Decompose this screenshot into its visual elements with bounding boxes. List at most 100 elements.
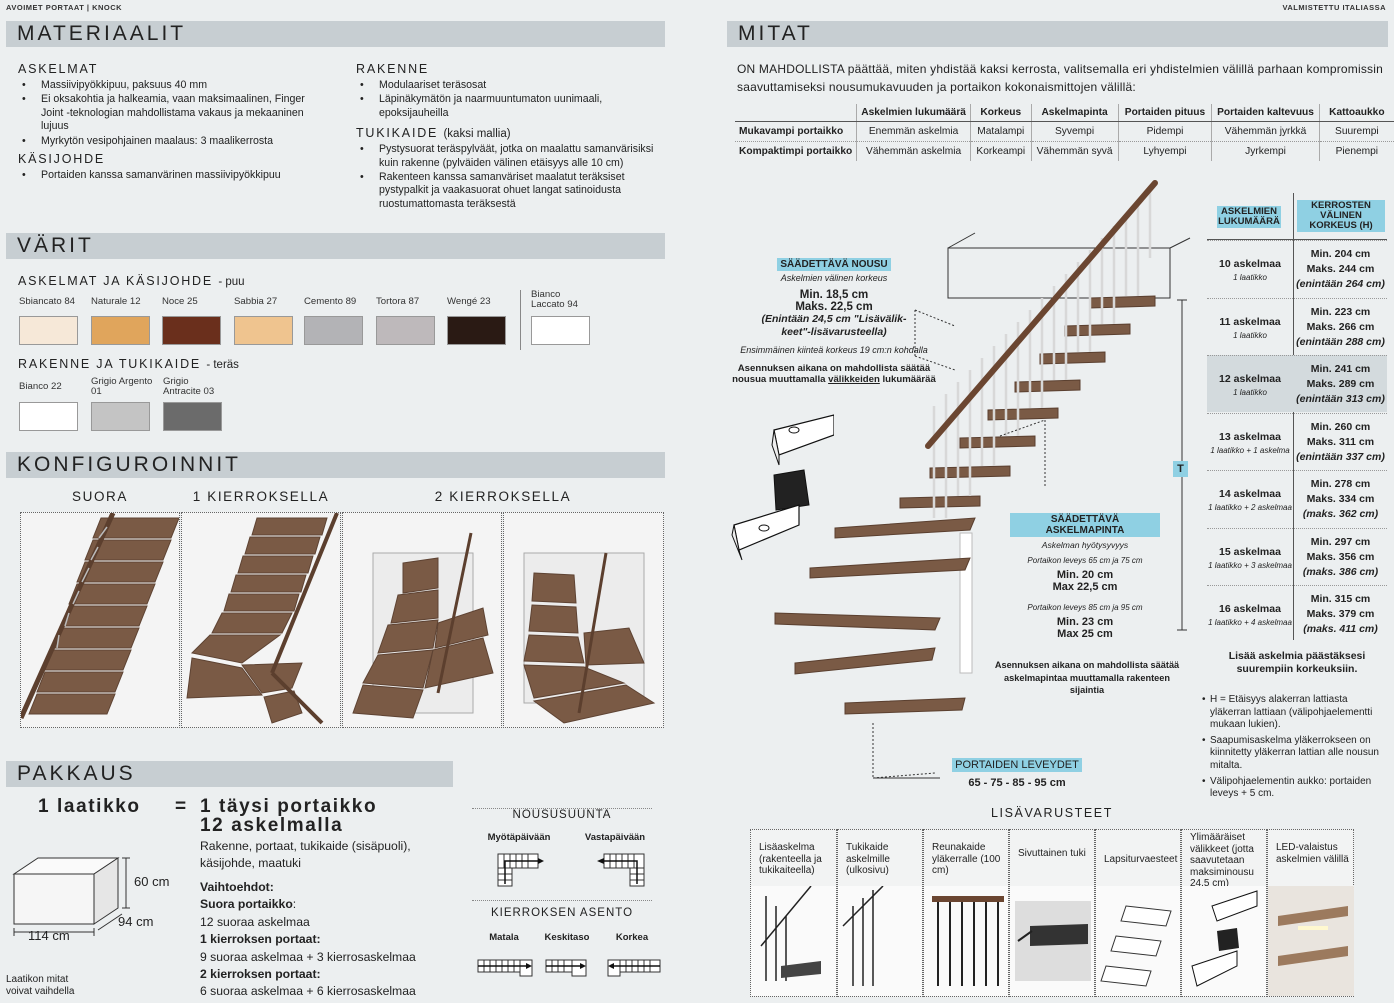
one-turn-stairs-image	[186, 513, 339, 725]
materiaalit-band: MATERIAALIT	[6, 21, 665, 47]
wood-swatch	[162, 316, 221, 345]
askelmapinta-w2: Portaikon leveys 85 cm ja 95 cm	[1027, 603, 1143, 612]
heights-box: 1 laatikko + 2 askelmaa	[1208, 503, 1292, 512]
kierros-korkea-label: Korkea	[615, 932, 649, 943]
heights-max: Maks. 266 cm	[1306, 320, 1375, 333]
table-header: Askelmapinta	[1030, 104, 1119, 122]
accessory-image	[1182, 886, 1266, 996]
kierros-matala-label: Matala	[489, 932, 519, 943]
heights-steps: 13 askelmaa	[1219, 430, 1281, 443]
kasijohde-list: Portaiden kanssa samanvärinen massiivipy…	[18, 169, 328, 183]
kasijohde-title: KÄSIJOHDE	[18, 152, 106, 167]
askelmapinta-tag: SÄÄDETTÄVÄ ASKELMAPINTA	[1010, 513, 1160, 537]
table-header: Kattoaukko	[1318, 104, 1394, 122]
accessory-label: Lisäaskelma (rakenteella ja tukikaiteell…	[759, 842, 822, 877]
table-cell: Vähemmän askelmia	[856, 141, 971, 161]
list-item: Pystysuorat teräspylväät, jotka on maala…	[356, 143, 666, 170]
tukikaide-list: Pystysuorat teräspylväät, jotka on maala…	[356, 143, 666, 211]
askelmat-title: ASKELMAT	[18, 62, 99, 76]
heights-ext: (enintään 337 cm)	[1296, 450, 1385, 463]
box-note: Laatikon mitat voivat vaihdella	[6, 974, 75, 997]
list-item: Myrkytön vesipohjainen maalaus: 3 maalik…	[18, 135, 328, 149]
leveydet-tag: PORTAIDEN LEVEYDET	[952, 758, 1082, 772]
rakenne-title: RAKENNE	[356, 62, 430, 76]
heights-ext: (enintään 264 cm)	[1296, 278, 1385, 290]
accessory-cell: Ylimääräiset välikkeet (jotta saavutetaa…	[1181, 829, 1267, 997]
table-cell: Syvempi	[1030, 121, 1119, 142]
nousu-ccw-label: Vastapäivään	[584, 832, 646, 843]
two-turn-stairs-image-a	[352, 532, 494, 719]
askelmapinta-note: Asennuksen aikana on mahdollista säätää …	[994, 660, 1180, 695]
table-row: Mukavampi portaikko Enemmän askelmia Mat…	[735, 121, 1394, 142]
heights-min: Min. 223 cm	[1310, 305, 1371, 318]
nousu-annotation: SÄÄDETTÄVÄ NOUSU Askelmien välinen korke…	[722, 258, 946, 385]
accessory-image	[1268, 886, 1354, 996]
heights-divider	[1293, 193, 1294, 640]
config-label-1-kierros: 1 KIERROKSELLA	[192, 489, 330, 504]
config-label-2-kierros: 2 KIERROKSELLA	[434, 489, 572, 504]
nousu-tag: SÄÄDETTÄVÄ NOUSU	[777, 258, 891, 271]
heights-max: Maks. 356 cm	[1306, 550, 1375, 563]
wood-swatch-label: Bianco Laccato 94	[531, 289, 578, 310]
accessory-image	[924, 886, 1008, 996]
list-item: H = Etäisyys alakerran lattiasta yläkerr…	[1198, 694, 1390, 732]
wood-swatch	[376, 316, 435, 345]
steel-swatch	[91, 402, 150, 431]
heights-ext: (maks. 386 cm)	[1302, 565, 1379, 578]
table-cell: Enemmän askelmia	[856, 121, 971, 142]
heights-max: Maks. 244 cm	[1306, 263, 1375, 275]
header-right-tag: VALMISTETTU ITALIASSA	[1282, 3, 1386, 12]
mitat-intro: ON MAHDOLLISTA päättää, miten yhdistää k…	[737, 62, 1383, 94]
list-item: Modulaariset teräsosat	[356, 79, 666, 93]
heights-ext: (maks. 411 cm)	[1303, 623, 1378, 635]
accessory-label: Tukikaide askelmille (ulkosivu)	[846, 842, 890, 877]
nousu-divider	[472, 808, 652, 809]
list-item: Massiivipyökkipuu, paksuus 40 mm	[18, 79, 328, 93]
comparison-table: Askelmien lukumäärä Korkeus Askelmapinta…	[735, 104, 1394, 161]
nousu-cw-label: Myötäpäivään	[487, 832, 551, 843]
heights-header-h: KERROSTEN VÄLINEN KORKEUS (H)	[1297, 200, 1385, 232]
askelmapinta-min1: Min. 20 cm	[1056, 569, 1114, 581]
heights-min: Min. 241 cm	[1310, 363, 1371, 375]
heights-steps: 10 askelmaa	[1219, 258, 1281, 270]
askelmapinta-sub: Askelman hyötysyvyys	[1041, 540, 1129, 550]
t-dimension-label: T	[1173, 461, 1188, 477]
pakkaus-options: Vaihtoehdot: Suora portaikko: 12 suoraa …	[200, 879, 460, 1001]
heights-steps: 14 askelmaa	[1219, 488, 1281, 500]
heights-ext: (enintään 288 cm)	[1296, 335, 1385, 348]
heights-box: 1 laatikko + 3 askelmaa	[1208, 560, 1292, 570]
option-2-text: 6 suoraa askelmaa + 6 kierrosaskelmaa	[200, 984, 416, 999]
table-cell: Jyrkempi	[1211, 141, 1320, 161]
steel-swatch-label: Grigio Argento 01	[91, 376, 153, 397]
pakkaus-lhs: 1 laatikko	[38, 796, 141, 817]
clockwise-stairs-icon	[497, 853, 544, 887]
spacer-illustration	[731, 414, 834, 561]
wood-swatch	[91, 316, 150, 345]
accessory-label: Sivuttainen tuki	[1018, 848, 1086, 859]
nousu-title: NOUSUSUUNTA	[512, 809, 612, 821]
box-height: 60 cm	[134, 874, 170, 889]
table-cell: Kompaktimpi portaikko	[735, 141, 857, 161]
table-cell: Lyhyempi	[1117, 141, 1212, 161]
varit-title: VÄRIT	[17, 234, 94, 257]
accessory-image	[1010, 886, 1094, 996]
list-item: Rakenteen kanssa samanväriset maalatut t…	[356, 171, 666, 211]
accessory-cell: LED-valaistus askelmien välillä	[1267, 829, 1354, 997]
table-cell: Suurempi	[1318, 121, 1394, 142]
table-row: Kompaktimpi portaikko Vähemmän askelmia …	[735, 141, 1394, 161]
accessory-image	[1096, 886, 1180, 996]
options-title: Vaihtoehdot:	[200, 880, 274, 894]
table-header: Portaiden kaltevuus	[1211, 104, 1320, 122]
mitat-band: MITAT	[727, 21, 1388, 47]
wood-swatch	[447, 316, 506, 345]
heights-ext: (maks. 362 cm)	[1302, 508, 1379, 520]
